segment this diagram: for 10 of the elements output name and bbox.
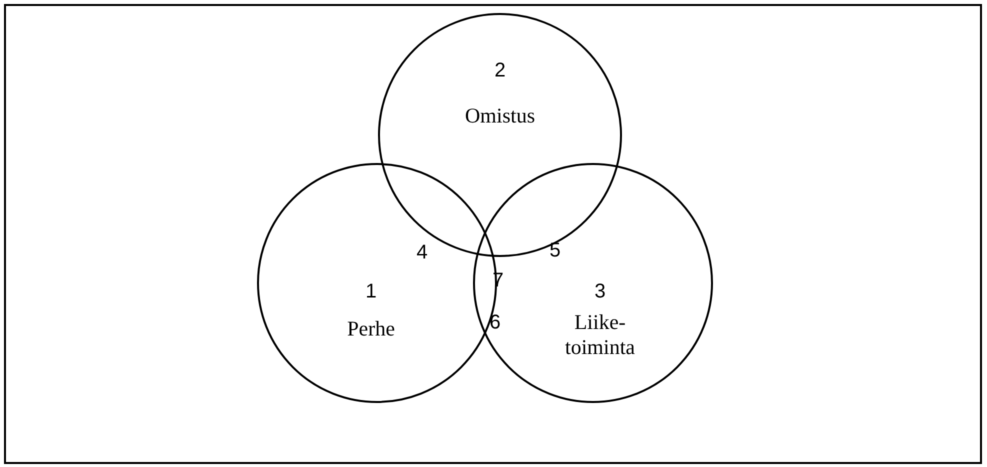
venn-circle: [378, 13, 622, 257]
region-number: 2: [494, 60, 506, 82]
region-number: 3: [594, 280, 606, 304]
set-label: Omistus: [465, 104, 535, 128]
venn-circle: [473, 163, 713, 403]
set-label: Perhe: [347, 316, 395, 342]
region-number: 6: [489, 312, 501, 334]
set-label: Liike- toiminta: [564, 310, 636, 360]
region-number: 4: [416, 242, 428, 264]
region-number: 1: [365, 280, 377, 304]
